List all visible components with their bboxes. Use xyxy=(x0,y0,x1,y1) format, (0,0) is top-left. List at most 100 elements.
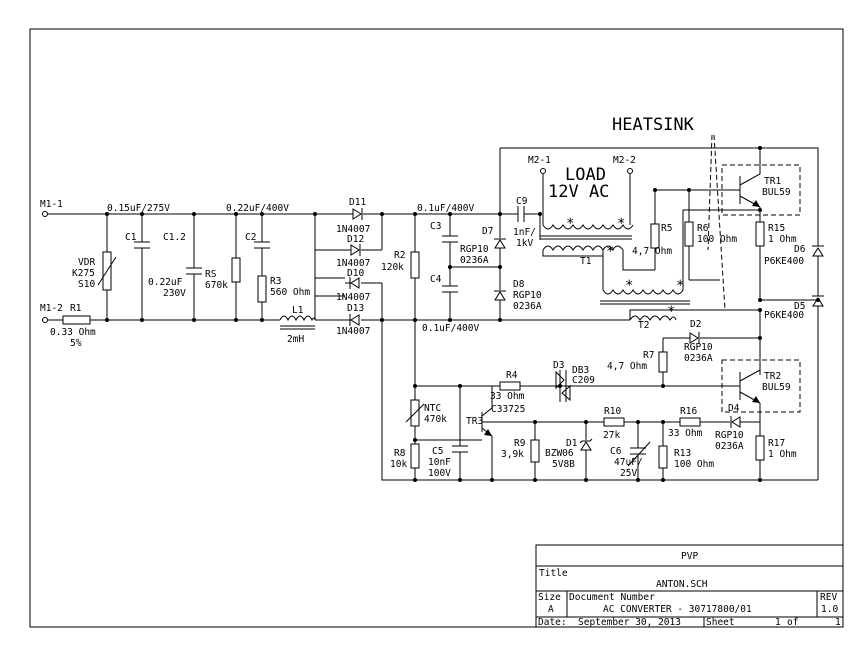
node-m2-2: M2-2 xyxy=(613,155,636,225)
svg-text:33 Ohm: 33 Ohm xyxy=(490,391,525,402)
svg-text:C1: C1 xyxy=(125,232,137,243)
svg-text:K275: K275 xyxy=(72,268,95,279)
svg-text:1 Ohm: 1 Ohm xyxy=(768,449,797,460)
svg-text:100 Ohm: 100 Ohm xyxy=(697,234,737,245)
r7: R7 4,7 Ohm xyxy=(607,338,668,386)
title-block-date-label: Date: xyxy=(538,617,567,628)
svg-text:R5: R5 xyxy=(661,223,672,234)
svg-text:R7: R7 xyxy=(643,350,654,361)
svg-text:D10: D10 xyxy=(347,268,364,279)
svg-text:D7: D7 xyxy=(482,226,493,237)
svg-text:BUL59: BUL59 xyxy=(762,382,791,393)
svg-text:C1.2: C1.2 xyxy=(163,232,186,243)
tr3: TR3 C33725 xyxy=(466,386,535,480)
svg-text:C5: C5 xyxy=(432,446,443,457)
svg-text:DB3: DB3 xyxy=(572,365,589,376)
svg-text:1N4007: 1N4007 xyxy=(336,224,370,235)
t2: * * * T2 xyxy=(600,278,690,331)
svg-text:M1-1: M1-1 xyxy=(40,199,63,210)
svg-text:D12: D12 xyxy=(347,234,364,245)
svg-text:C209: C209 xyxy=(572,375,595,386)
r3: R3 560 Ohm xyxy=(257,275,310,320)
svg-text:R6: R6 xyxy=(697,223,709,234)
drawing-frame xyxy=(29,28,844,628)
heatsink-label: HEATSINK xyxy=(612,115,695,135)
svg-text:*: * xyxy=(625,278,633,294)
r1: R1 0.33 Ohm 5% xyxy=(50,303,96,349)
svg-text:10k: 10k xyxy=(390,459,407,470)
svg-text:D13: D13 xyxy=(347,303,364,314)
svg-text:1N4007: 1N4007 xyxy=(336,258,370,269)
d2: D2 RGP10 0236A xyxy=(663,319,760,364)
svg-text:D1: D1 xyxy=(566,438,578,449)
svg-text:M1-2: M1-2 xyxy=(40,303,63,314)
svg-text:33 Ohm: 33 Ohm xyxy=(668,428,703,439)
svg-text:BUL59: BUL59 xyxy=(762,187,791,198)
svg-text:*: * xyxy=(606,244,614,260)
r4: R4 33 Ohm xyxy=(490,370,525,402)
svg-text:0.22uF/400V: 0.22uF/400V xyxy=(226,203,289,214)
svg-text:230V: 230V xyxy=(163,288,186,299)
svg-text:C33725: C33725 xyxy=(491,404,525,415)
svg-text:R15: R15 xyxy=(768,223,785,234)
svg-text:1N4007: 1N4007 xyxy=(336,292,370,303)
svg-text:D5: D5 xyxy=(794,301,805,312)
d7: D7 RGP10 0236A xyxy=(460,214,506,267)
title-block-title: ANTON.SCH xyxy=(656,579,708,590)
svg-text:0.22uF: 0.22uF xyxy=(148,277,183,288)
junction-dots xyxy=(105,146,820,482)
r10: R10 27k xyxy=(603,406,625,441)
svg-text:47uF/: 47uF/ xyxy=(614,457,643,468)
title-block-size: A xyxy=(548,604,554,615)
title-block-sheet-label: Sheet xyxy=(706,617,735,628)
tr1: TR1 BUL59 xyxy=(739,148,791,208)
c4: C4 0.1uF/400V xyxy=(422,267,479,334)
rs: RS 670k xyxy=(205,214,241,320)
svg-text:0.1uF/400V: 0.1uF/400V xyxy=(422,323,479,334)
svg-text:0236A: 0236A xyxy=(684,353,713,364)
svg-text:RGP10: RGP10 xyxy=(460,244,489,255)
svg-text:470k: 470k xyxy=(424,414,447,425)
c5: C5 10nF 100V xyxy=(428,386,468,480)
svg-text:D2: D2 xyxy=(690,319,701,330)
svg-text:120k: 120k xyxy=(381,262,404,273)
svg-text:TR2: TR2 xyxy=(764,371,781,382)
t1: * * * T1 xyxy=(540,216,634,267)
svg-text:C9: C9 xyxy=(516,196,528,207)
svg-text:RGP10: RGP10 xyxy=(715,430,744,441)
svg-text:27k: 27k xyxy=(603,430,620,441)
title-block-title-label: Title xyxy=(539,568,568,579)
svg-text:C6: C6 xyxy=(610,446,622,457)
svg-text:*: * xyxy=(566,216,574,232)
svg-text:R1: R1 xyxy=(70,303,82,314)
svg-text:R17: R17 xyxy=(768,438,785,449)
svg-text:0.33 Ohm: 0.33 Ohm xyxy=(50,327,96,338)
svg-text:0.1uF/400V: 0.1uF/400V xyxy=(417,203,474,214)
svg-text:P6KE400: P6KE400 xyxy=(764,310,804,321)
svg-text:RS: RS xyxy=(205,269,217,280)
load-label-1: LOAD xyxy=(565,165,606,185)
svg-text:670k: 670k xyxy=(205,280,228,291)
svg-text:4,7 Ohm: 4,7 Ohm xyxy=(632,246,672,257)
svg-text:*: * xyxy=(676,278,684,294)
d6: D6 P6KE400 xyxy=(764,244,824,267)
svg-text:2mH: 2mH xyxy=(287,334,304,345)
svg-text:1N4007: 1N4007 xyxy=(336,326,370,337)
load-label-2: 12V AC xyxy=(548,182,609,202)
svg-text:D4: D4 xyxy=(728,403,740,414)
svg-text:VDR: VDR xyxy=(78,257,95,268)
svg-text:BZW06: BZW06 xyxy=(545,448,574,459)
ntc: NTC 470k xyxy=(405,386,447,444)
d3: D3 DB3 C209 xyxy=(553,360,595,402)
svg-text:D3: D3 xyxy=(553,360,564,371)
svg-text:R3: R3 xyxy=(270,276,281,287)
title-block-of-label: of xyxy=(787,617,798,628)
node-m1-1: M1-1 xyxy=(40,199,63,217)
c1-2: C1.2 0.22uF 230V xyxy=(148,214,202,320)
c1: C1 0.15uF/275V xyxy=(107,203,170,320)
svg-text:L1: L1 xyxy=(292,305,304,316)
svg-text:P6KE400: P6KE400 xyxy=(764,256,804,267)
title-block-sheet: 1 xyxy=(775,617,781,628)
r8: R8 10k xyxy=(390,443,420,480)
